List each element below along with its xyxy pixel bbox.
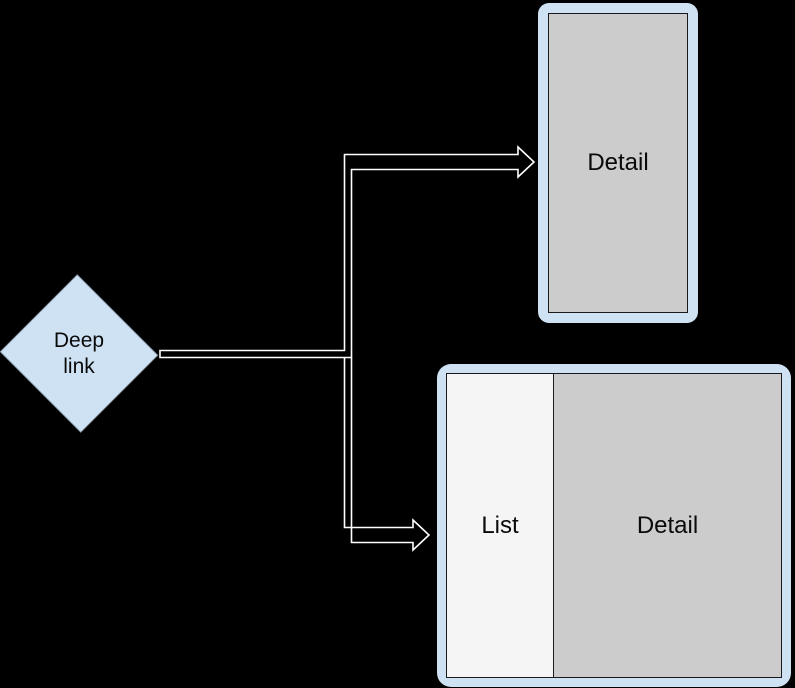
tablet-screen: List Detail xyxy=(446,373,782,678)
node-phone-detail[interactable]: Detail xyxy=(538,3,698,323)
node-deep-link[interactable]: Deep link xyxy=(0,274,160,433)
phone-pane-detail[interactable]: Detail xyxy=(549,14,687,312)
node-tablet-list-detail[interactable]: List Detail xyxy=(437,364,791,687)
phone-screen: Detail xyxy=(548,13,688,313)
tablet-pane-detail[interactable]: Detail xyxy=(554,374,781,677)
tablet-pane-list-label: List xyxy=(481,511,519,539)
diamond-shape xyxy=(0,274,159,433)
edge-deeplink-to-phone xyxy=(159,145,536,359)
tablet-pane-list[interactable]: List xyxy=(447,374,554,677)
phone-pane-detail-label: Detail xyxy=(587,149,649,176)
tablet-pane-detail-label: Detail xyxy=(636,511,699,539)
edge-deeplink-to-tablet xyxy=(343,357,431,552)
